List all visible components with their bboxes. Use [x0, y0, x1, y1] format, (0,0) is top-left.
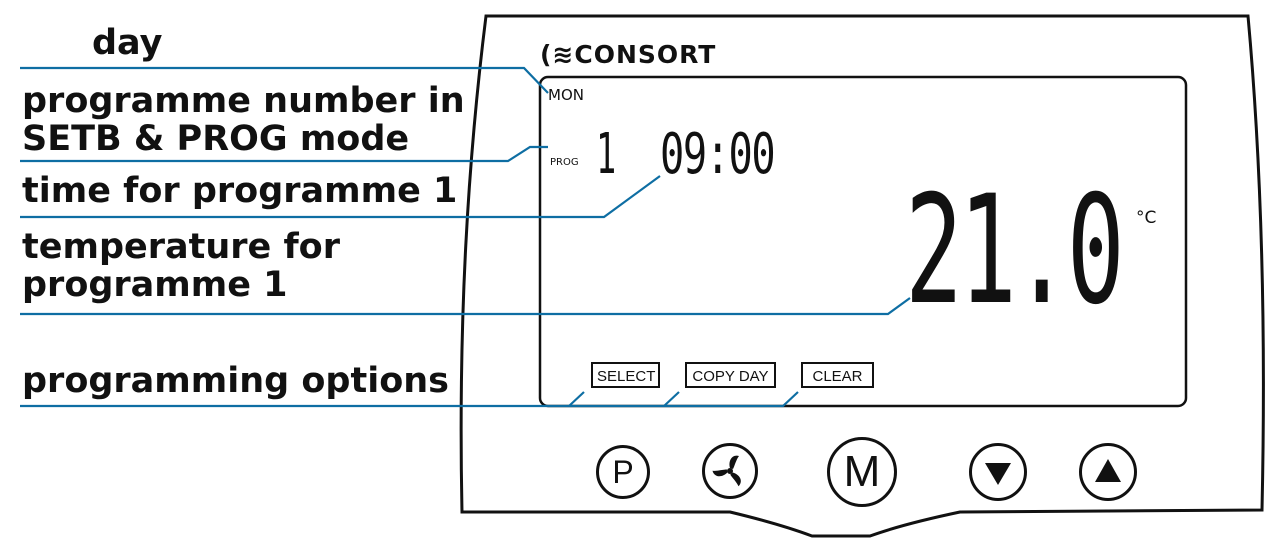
brand-name: CONSORT	[574, 40, 717, 69]
down-arrow-icon	[985, 463, 1011, 485]
leader-tick-select	[568, 391, 585, 407]
option-clear: CLEAR	[801, 362, 874, 388]
leader-line-options	[20, 391, 799, 408]
callout-programme-number-line1: programme number in	[22, 81, 465, 121]
lcd-time: 09:00	[660, 122, 776, 187]
callout-time-for-programme: time for programme 1	[22, 171, 458, 211]
lcd-temperature: 21.0	[905, 164, 1125, 338]
leader-line-temperature	[20, 297, 911, 316]
leader-line-day	[20, 66, 549, 94]
brand-mark-icon: (≋	[540, 40, 575, 69]
callout-day: day	[92, 23, 163, 63]
p-button-label: P	[612, 454, 634, 490]
lcd-programme-number: 1	[596, 122, 617, 187]
p-button[interactable]: P	[596, 445, 650, 499]
fan-button[interactable]	[702, 443, 758, 499]
callout-programming-options: programming options	[22, 361, 450, 401]
lcd-unit: °C	[1136, 208, 1157, 228]
down-button[interactable]	[969, 443, 1027, 501]
m-button[interactable]: M	[827, 437, 897, 507]
option-select: SELECT	[591, 362, 660, 388]
leader-line-programme-number	[20, 145, 548, 163]
leader-line-time	[20, 175, 661, 219]
brand-logo: (≋CONSORT	[540, 40, 716, 69]
m-button-label: M	[843, 447, 881, 496]
option-copy-day: COPY DAY	[685, 362, 776, 388]
up-button[interactable]	[1079, 443, 1137, 501]
callout-programme-number-line2: SETB & PROG mode	[22, 119, 410, 159]
lcd-day: MON	[548, 86, 584, 104]
lcd-prog-label: PROG	[550, 157, 579, 168]
callout-temperature-line2: programme 1	[22, 265, 288, 305]
leader-tick-copy-day	[663, 391, 680, 407]
lcd-screen	[538, 75, 1188, 408]
fan-icon	[712, 455, 741, 487]
up-arrow-icon	[1095, 459, 1121, 482]
callout-temperature-line1: temperature for	[22, 227, 340, 267]
